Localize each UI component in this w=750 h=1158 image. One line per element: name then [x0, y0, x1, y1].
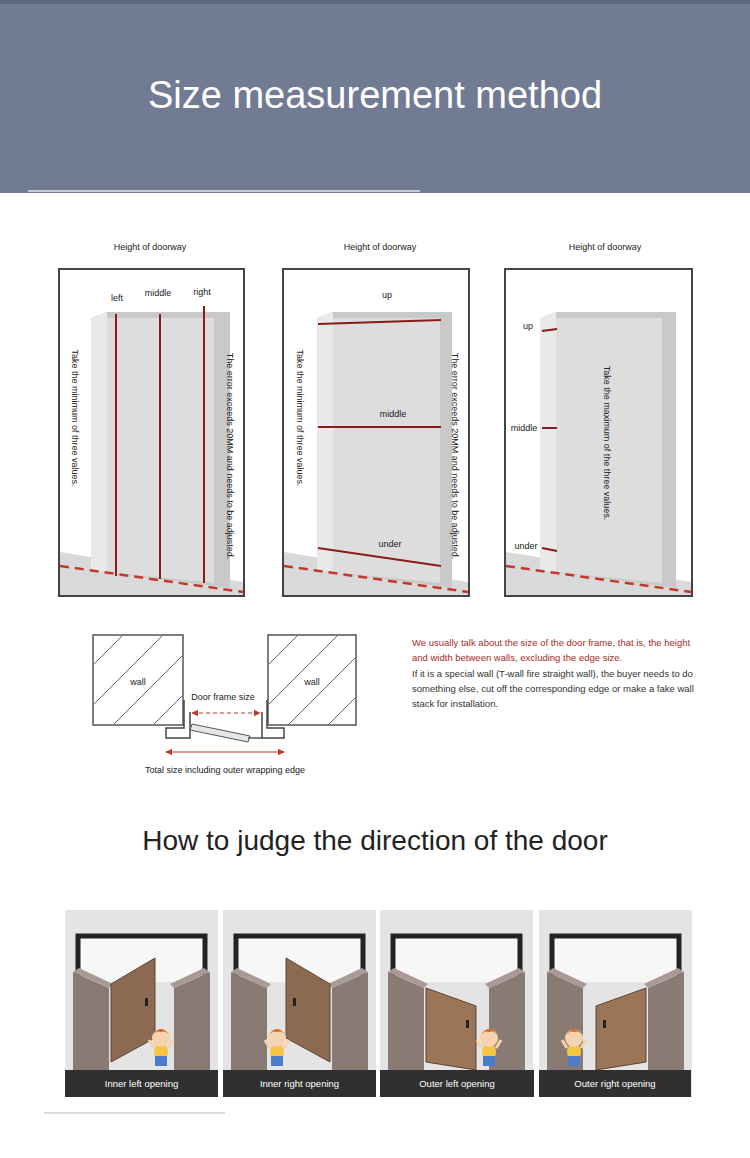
- note-text: If it is a special wall (T-wall fire str…: [412, 666, 697, 711]
- dimension-label: Total size including outer wrapping edge: [120, 763, 330, 778]
- doorway-heading: Height of doorway: [569, 242, 642, 252]
- caption-bar: Outer right opening: [539, 1070, 691, 1097]
- measure-point: left: [111, 293, 123, 303]
- measure-point: up: [523, 321, 533, 331]
- instruction-note: Take the minimum of three values.: [70, 349, 80, 486]
- section-heading: How to judge the direction of the door: [0, 824, 750, 858]
- dimension-label: Door frame size: [140, 690, 306, 705]
- wall-section: wall: [93, 635, 183, 725]
- measure-point: middle: [511, 423, 538, 433]
- caption-text: Inner left opening: [105, 1078, 178, 1089]
- caption-bar: Outer left opening: [380, 1070, 534, 1097]
- caption-text: Outer right opening: [574, 1078, 655, 1089]
- note-text: We usually talk about the size of the do…: [412, 635, 697, 665]
- instruction-note: The error exceeds 20MM and needs to be a…: [225, 353, 235, 560]
- caption-text: Outer left opening: [419, 1078, 495, 1089]
- doorway-panel: Height of doorway up middle under Take the m…: [283, 238, 469, 596]
- wall-label: wall: [304, 677, 320, 687]
- measure-point: middle: [380, 409, 407, 419]
- instruction-note: Take the minimum of three values.: [295, 349, 305, 486]
- page-title: Size measurement method: [0, 74, 750, 117]
- caption-bar: Inner left opening: [65, 1070, 218, 1097]
- wall-section: wall: [268, 635, 356, 725]
- measure-point: right: [193, 287, 211, 297]
- measure-point: under: [378, 539, 401, 549]
- doorway-heading: Height of doorway: [344, 242, 417, 252]
- measure-point: under: [514, 541, 537, 551]
- instruction-note: Take the maximum of the three values.: [602, 366, 612, 521]
- instruction-note: The error exceeds 20MM and needs to be a…: [450, 353, 460, 560]
- measure-point: up: [382, 290, 392, 300]
- caption-text: Inner right opening: [260, 1078, 339, 1089]
- doorway-panel: Height of doorway up middle under Take the m…: [505, 238, 692, 596]
- wall-label: wall: [130, 677, 146, 687]
- doorway-heading: Height of doorway: [114, 242, 187, 252]
- measure-point: middle: [145, 288, 172, 298]
- caption-bar: Inner right opening: [223, 1070, 376, 1097]
- doorway-panel: Height of doorway left middle rightTake the…: [59, 238, 244, 596]
